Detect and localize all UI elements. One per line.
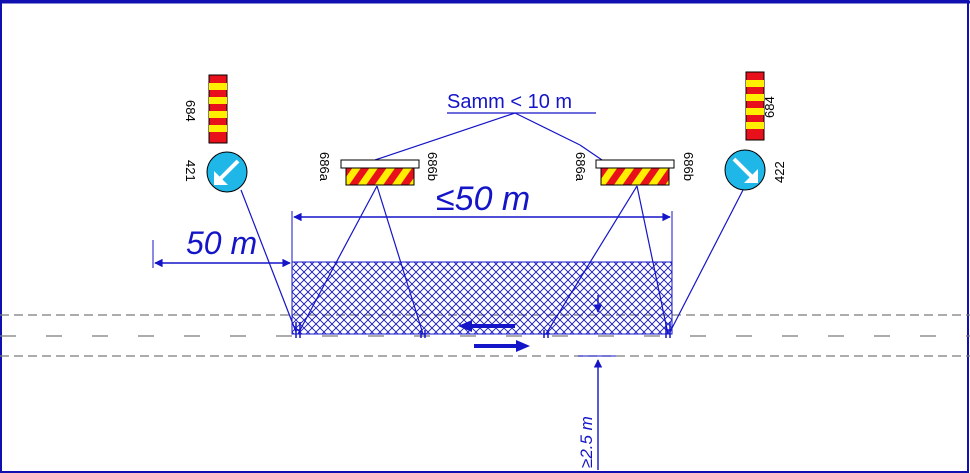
sign-code-b: 686b: [681, 152, 696, 181]
sign-686-left: 686a 686b: [317, 152, 440, 186]
sign-code: 422: [772, 161, 787, 183]
sign-684-right: 684: [745, 71, 777, 141]
arrow-right-icon: [474, 340, 530, 352]
arrow-down-left-icon: [214, 159, 240, 185]
sign-code-b: 686b: [425, 152, 440, 181]
span-dimension: [291, 211, 673, 262]
approach-label: 50 m: [186, 225, 257, 261]
sign-code: 421: [183, 160, 198, 182]
arrow-down-right-icon: [732, 157, 758, 183]
sign-code-a: 686a: [573, 152, 588, 182]
spacing-label: Samm < 10 m: [447, 91, 572, 113]
approach-dimension: [152, 240, 291, 268]
sign-684-left: 684: [183, 74, 228, 144]
sign-686-right: 686a 686b: [573, 152, 696, 186]
traffic-arrows: [458, 320, 530, 352]
clearance-label: ≥2.5 m: [577, 416, 596, 468]
arrow-left-icon: [458, 320, 515, 332]
sign-421-left: 421: [183, 151, 248, 193]
sign-code-a: 686a: [317, 152, 332, 182]
sign-422-right: 422: [724, 149, 787, 191]
span-label: ≤50 m: [436, 180, 530, 218]
work-zone-area: [291, 261, 673, 335]
clearance-dimension: [578, 295, 616, 470]
sign-code: 684: [183, 100, 198, 122]
sign-code: 684: [762, 96, 777, 118]
